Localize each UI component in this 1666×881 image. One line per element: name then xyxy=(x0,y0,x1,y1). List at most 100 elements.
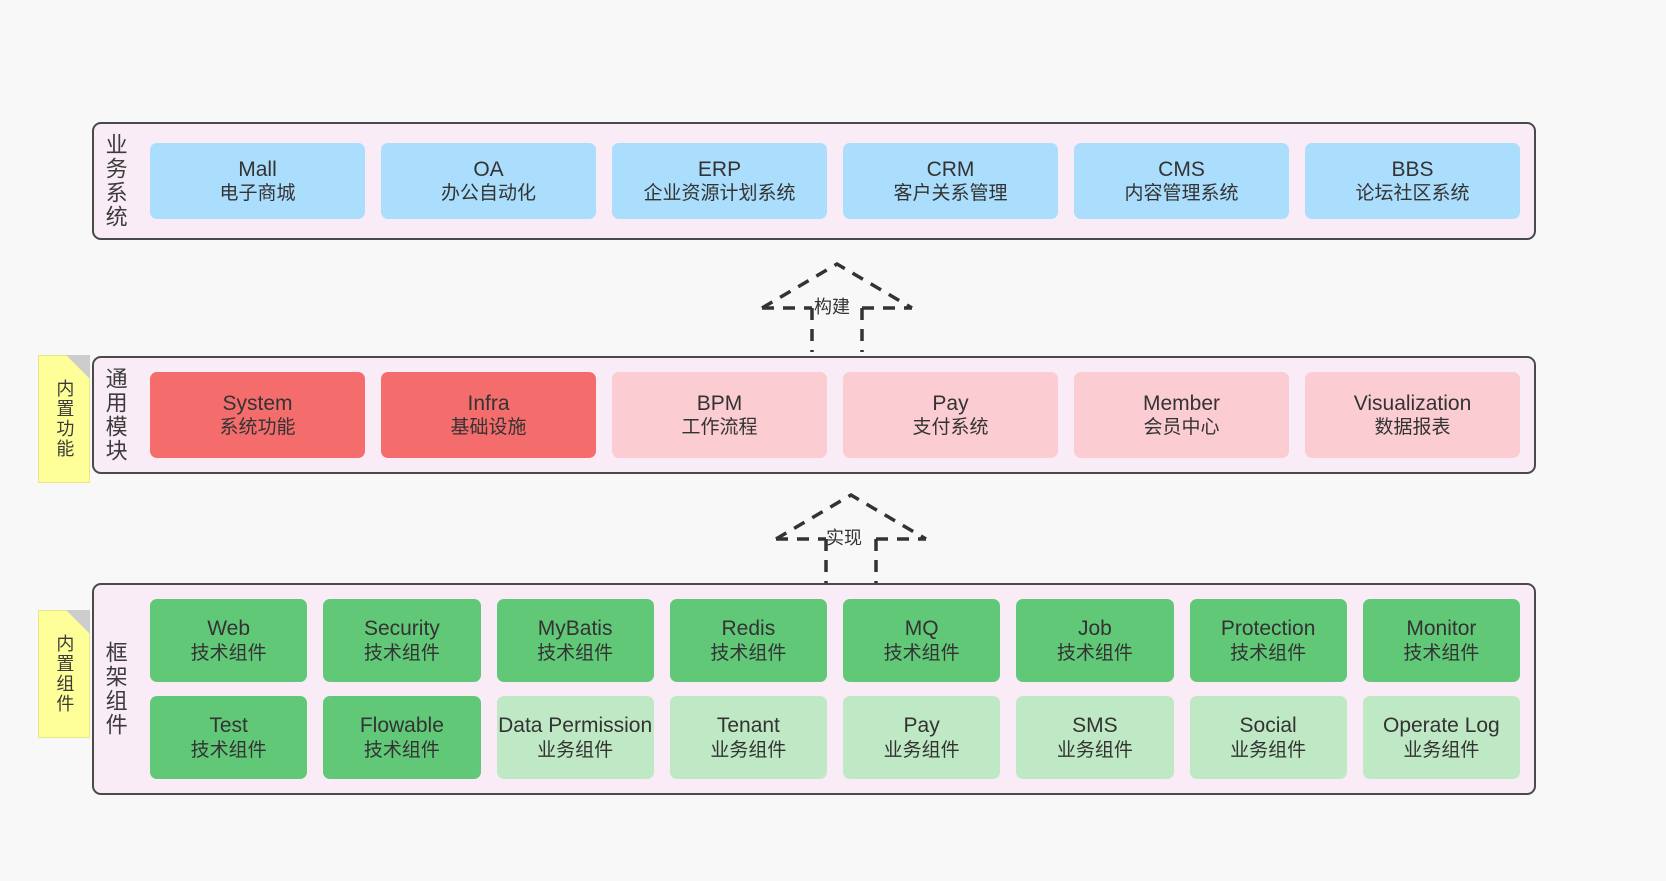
card-title: Visualization xyxy=(1353,391,1472,415)
card-subtitle: 技术组件 xyxy=(363,642,440,664)
card-title: Data Permission xyxy=(498,714,653,738)
card-title: BPM xyxy=(696,391,743,415)
card-title: OA xyxy=(473,157,504,181)
card-subtitle: 系统功能 xyxy=(219,417,296,439)
card-title: SMS xyxy=(1072,714,1118,738)
card-subtitle: 业务组件 xyxy=(883,739,960,761)
card-title: Tenant xyxy=(716,714,780,738)
card-subtitle: 基础设施 xyxy=(450,417,527,439)
card-subtitle: 业务组件 xyxy=(710,739,787,761)
card-subtitle: 技术组件 xyxy=(1230,642,1307,664)
card-title: Infra xyxy=(467,391,510,415)
card-title: Member xyxy=(1142,391,1221,415)
card-subtitle: 论坛社区系统 xyxy=(1355,183,1470,205)
card-subtitle: 技术组件 xyxy=(537,642,614,664)
card-title: Test xyxy=(209,714,248,738)
card-title: Pay xyxy=(932,391,969,415)
sticky-note-builtin-functions: 内置功能 xyxy=(38,355,90,483)
card-subtitle: 技术组件 xyxy=(190,642,267,664)
card-subtitle: 业务组件 xyxy=(1056,739,1133,761)
card-subtitle: 业务组件 xyxy=(1403,739,1480,761)
card-title: Monitor xyxy=(1406,617,1477,641)
sticky-note-builtin-components: 内置组件 xyxy=(38,610,90,738)
card-title: Redis xyxy=(721,617,776,641)
card-subtitle: 业务组件 xyxy=(1230,739,1307,761)
card-subtitle: 办公自动化 xyxy=(440,183,536,205)
card-subtitle: 技术组件 xyxy=(710,642,787,664)
card-subtitle: 工作流程 xyxy=(681,417,758,439)
card-title: BBS xyxy=(1391,157,1434,181)
card-title: Security xyxy=(363,617,440,641)
card-title: Pay xyxy=(903,714,940,738)
card-title: Protection xyxy=(1220,617,1316,641)
card-title: Flowable xyxy=(359,714,444,738)
card-title: Job xyxy=(1077,617,1112,641)
connector-realize-label: 实现 xyxy=(826,528,862,548)
card-subtitle: 技术组件 xyxy=(1056,642,1133,664)
card-title: Operate Log xyxy=(1382,714,1500,738)
connector-realize-arrow xyxy=(775,492,927,583)
card-title: Web xyxy=(207,617,251,641)
layer-title-business: 业务系统 xyxy=(102,133,128,229)
card-subtitle: 技术组件 xyxy=(1403,642,1480,664)
card-subtitle: 技术组件 xyxy=(883,642,960,664)
layer-title-framework: 框架组件 xyxy=(102,641,128,737)
layer-title-common: 通用模块 xyxy=(102,367,128,463)
card-subtitle: 数据报表 xyxy=(1374,417,1451,439)
card-title: ERP xyxy=(697,157,742,181)
card-title: System xyxy=(222,391,293,415)
card-title: MQ xyxy=(904,617,939,641)
card-title: CRM xyxy=(926,157,975,181)
card-title: Social xyxy=(1239,714,1297,738)
card-title: MyBatis xyxy=(537,617,613,641)
card-subtitle: 技术组件 xyxy=(363,739,440,761)
card-subtitle: 支付系统 xyxy=(912,417,989,439)
card-subtitle: 客户关系管理 xyxy=(893,183,1008,205)
card-subtitle: 业务组件 xyxy=(537,739,614,761)
card-subtitle: 内容管理系统 xyxy=(1124,183,1239,205)
connector-build-arrow xyxy=(761,261,913,352)
card-subtitle: 电子商城 xyxy=(219,183,296,205)
card-title: Mall xyxy=(238,157,277,181)
card-subtitle: 技术组件 xyxy=(190,739,267,761)
connector-build-label: 构建 xyxy=(814,297,850,317)
card-subtitle: 企业资源计划系统 xyxy=(643,183,796,205)
